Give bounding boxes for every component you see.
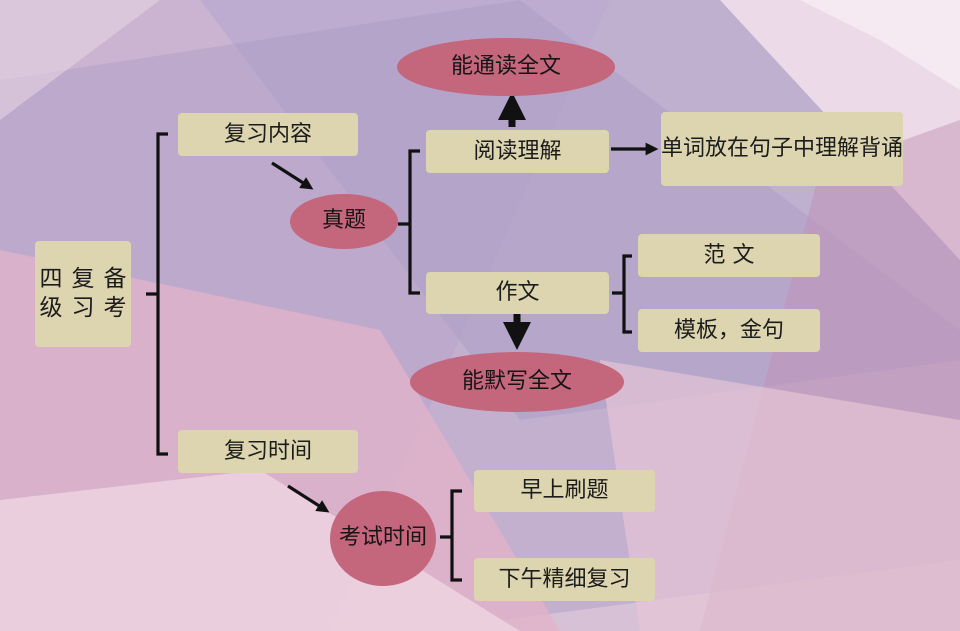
review-content-node: 复习内容 (178, 113, 358, 156)
reading-node: 阅读理解 (426, 130, 609, 173)
morning-node: 早上刷题 (474, 470, 655, 512)
exam-time-line-1: 考试 (338, 525, 383, 551)
review-time-node: 复习时间 (178, 430, 358, 473)
past-exams-node: 真题 (290, 194, 398, 249)
exam-time-node: 考试 时间 (330, 491, 436, 586)
root-line-1: 四级 (39, 265, 63, 321)
vocab-note-line-2: 解背诵 (837, 136, 904, 162)
vocab-note-node: 单词放在句子中理 解背诵 (661, 112, 903, 186)
writing-node: 作文 (426, 272, 609, 314)
root-line-3: 备考 (103, 265, 127, 321)
templates-node: 模板，金句 (638, 309, 820, 352)
afternoon-node: 下午精细复习 (474, 558, 655, 601)
vocab-note-line-1: 单词放在句子中理 (661, 136, 838, 162)
root-line-2: 复习 (71, 265, 95, 321)
exam-time-line-2: 时间 (383, 525, 428, 551)
root-node: 四级 复习 备考 (35, 241, 131, 347)
model-essay-node: 范 文 (638, 234, 820, 277)
read-aloud-node: 能通读全文 (397, 38, 615, 96)
recite-node: 能默写全文 (410, 352, 624, 412)
